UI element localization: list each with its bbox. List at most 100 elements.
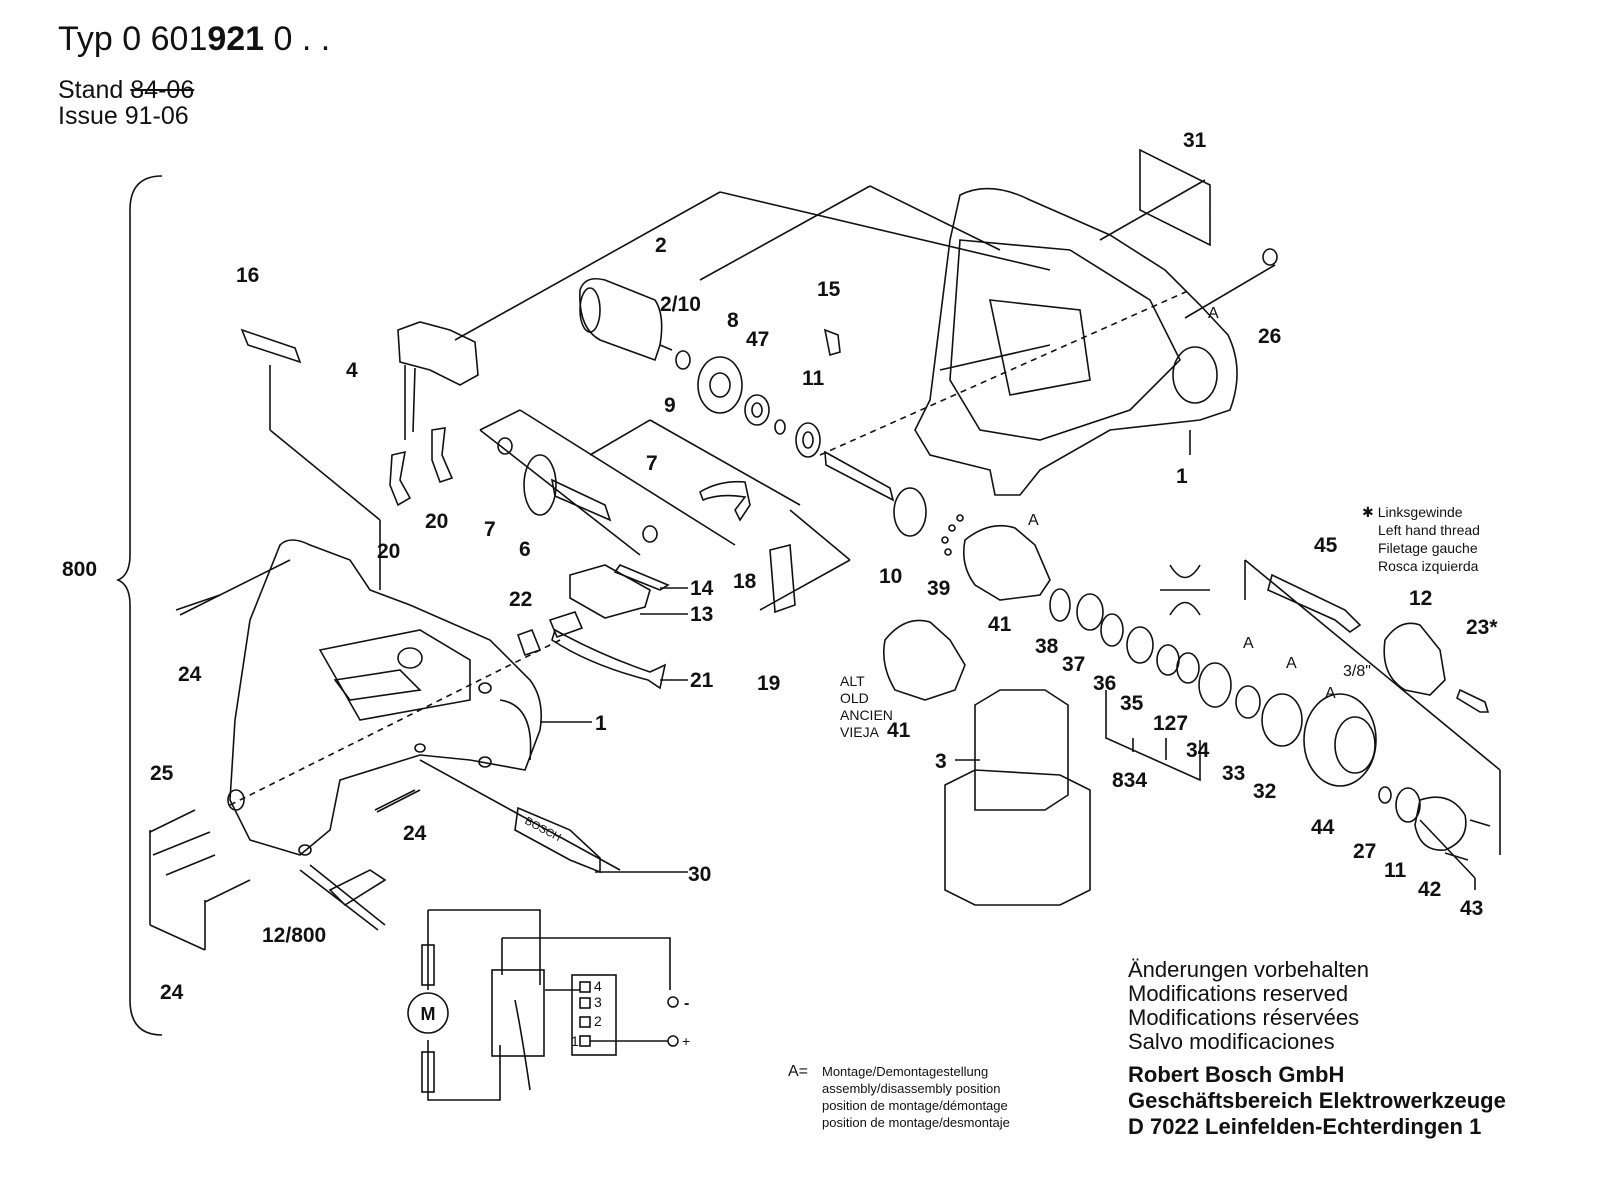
leader-line	[269, 429, 381, 521]
ring-37	[1076, 593, 1104, 631]
wire	[428, 909, 541, 985]
leader-line	[759, 559, 851, 611]
callout-14: 14	[690, 577, 714, 600]
callout-18: 18	[733, 570, 757, 593]
typ-suffix: 0 . .	[273, 20, 331, 58]
lh-line-3: Filetage gauche	[1378, 540, 1478, 556]
leader-line	[699, 185, 871, 281]
ring-38	[1049, 588, 1071, 622]
housing-boss	[227, 789, 245, 811]
ring-32	[1261, 693, 1303, 747]
callout-9: 9	[664, 394, 676, 417]
assembly-marker-a: A	[1028, 512, 1039, 529]
type-number: Typ 0 601921 0 . .	[58, 20, 330, 59]
leader-line	[869, 185, 1001, 251]
mods-line-1: Änderungen vorbehalten	[1128, 957, 1369, 982]
company-name: Robert Bosch GmbH	[1128, 1062, 1345, 1087]
company-address: Robert Bosch GmbH Geschäftsbereich Elekt…	[1128, 1062, 1506, 1140]
screw-24	[152, 831, 211, 856]
callout-30: 30	[688, 863, 711, 886]
callout-47: 47	[746, 328, 769, 351]
chuck-12	[1383, 622, 1446, 696]
company-division: Geschäftsbereich Elektrowerkzeuge	[1128, 1088, 1506, 1113]
bracket-834	[1105, 690, 1201, 782]
callout-33: 33	[1222, 762, 1245, 785]
assembly-marker-a: A	[1325, 685, 1336, 702]
star-marker: ✱	[1362, 504, 1374, 520]
callout-31: 31	[1183, 129, 1207, 152]
ball-39	[941, 536, 949, 544]
assembly-marker-a: A	[1208, 305, 1219, 322]
callout-2: 2	[655, 234, 667, 257]
slide-13	[569, 564, 651, 619]
gear-6-shaft	[550, 478, 612, 522]
callout-13: 13	[690, 603, 713, 626]
assembly-position-note: A= Montage/Demontagestellung assembly/di…	[788, 1063, 1010, 1131]
callouts: 31 2 16 26 2/10 15 8 47 4 11 9 1 7 20 7 …	[62, 129, 1498, 1004]
contact-20	[431, 427, 454, 484]
left-hand-thread-note: ✱Linksgewinde Left hand thread Filetage …	[1362, 503, 1480, 575]
cross-symbol	[1160, 564, 1210, 616]
assembly-note-label: A=	[788, 1063, 809, 1080]
callout-6: 6	[519, 538, 531, 561]
screw-25	[149, 809, 196, 833]
callout-38: 38	[1035, 635, 1059, 658]
callout-26: 26	[1258, 325, 1281, 348]
spindle-flange	[893, 487, 927, 537]
screw-24	[165, 854, 216, 876]
gear-8	[697, 356, 743, 414]
lh-line-1: Linksgewinde	[1377, 504, 1463, 520]
bearing-11	[1395, 787, 1421, 823]
callout-12-800: 12/800	[262, 924, 326, 947]
housing-window	[333, 669, 422, 701]
wire	[501, 937, 671, 990]
callout-27: 27	[1353, 840, 1376, 863]
housing-boss	[397, 647, 423, 669]
brand-plate-30	[514, 806, 601, 874]
callout-3: 3	[935, 750, 947, 773]
brand-plate-text: BOSCH	[523, 815, 563, 844]
callout-21: 21	[690, 669, 714, 692]
ball-39	[944, 548, 952, 556]
callout-12: 12	[1409, 587, 1432, 610]
callout-24: 24	[403, 822, 427, 845]
motor-shaft	[659, 344, 673, 351]
leader-line	[649, 419, 801, 506]
gear-housing-41	[962, 524, 1051, 601]
housing-window	[318, 629, 471, 721]
switch-lever	[514, 999, 531, 1091]
ring-27	[774, 419, 786, 435]
stand-line: Stand 84-06	[58, 76, 194, 105]
callout-19: 19	[757, 672, 780, 695]
pin-22	[548, 611, 584, 639]
wire	[545, 989, 670, 1042]
ring-33	[1235, 685, 1261, 719]
callout-11: 11	[802, 367, 825, 390]
leader-line	[789, 509, 851, 561]
callout-23: 23*	[1466, 616, 1498, 639]
switch-block	[491, 969, 545, 1057]
gear-housing-41-old	[882, 619, 966, 701]
callout-15: 15	[817, 278, 841, 301]
assembly-marker-a: A	[1286, 655, 1297, 672]
callout-34: 34	[1186, 739, 1210, 762]
callout-7: 7	[646, 452, 658, 475]
screw-43	[1469, 819, 1491, 827]
callout-20: 20	[377, 540, 400, 563]
leader-line	[1244, 559, 1501, 771]
callout-44: 44	[1311, 816, 1335, 839]
battery-3-base	[944, 769, 1091, 906]
motor-end	[579, 287, 601, 333]
callout-32: 32	[1253, 780, 1276, 803]
housing-boss	[298, 844, 312, 856]
chuck-key-handle	[328, 869, 387, 907]
mods-line-4: Salvo modificaciones	[1128, 1029, 1335, 1054]
old-version-label: ALT OLD ANCIEN VIEJA	[840, 673, 893, 741]
leader-line	[479, 409, 521, 431]
housing-bore	[1172, 346, 1218, 404]
issue-value: 91-06	[124, 102, 189, 130]
terminal-2	[579, 1016, 591, 1028]
leader-line	[179, 559, 291, 616]
leader-line	[419, 759, 621, 871]
callout-8: 8	[727, 309, 739, 332]
